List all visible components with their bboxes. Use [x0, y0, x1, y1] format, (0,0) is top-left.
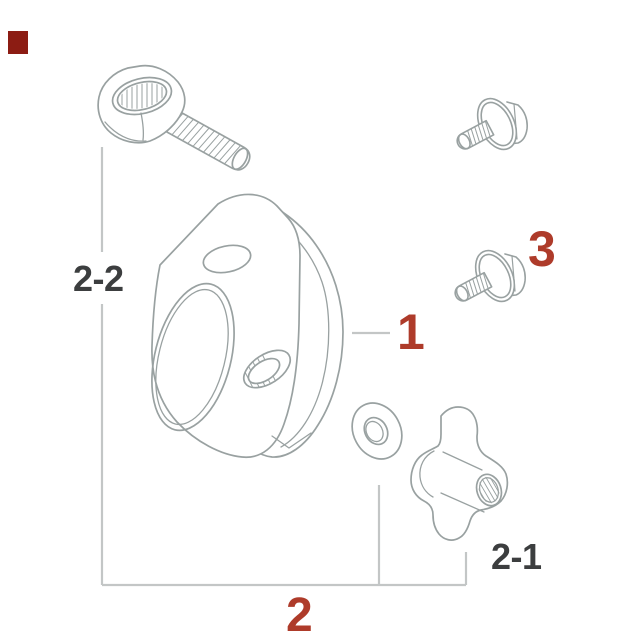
callout-label-3: 3 [528, 221, 556, 277]
knob-threaded-hole [475, 473, 503, 507]
wing-knob [410, 406, 509, 541]
flange-bolt-lower [451, 243, 527, 309]
side-slot [241, 349, 292, 395]
callout-label-1: 1 [397, 304, 425, 360]
callout-label-2: 2 [286, 589, 313, 640]
eye-bolt [97, 64, 251, 171]
callout-label-2-1: 2-1 [491, 536, 542, 577]
flat-washer [351, 402, 403, 460]
top-hole [202, 244, 252, 274]
flange-bolt-upper [453, 91, 529, 157]
callout-label-2-2: 2-2 [73, 258, 124, 299]
red-marker-square [8, 31, 28, 54]
callout-bracket-lines [100, 147, 468, 587]
clamp-body [151, 193, 344, 458]
